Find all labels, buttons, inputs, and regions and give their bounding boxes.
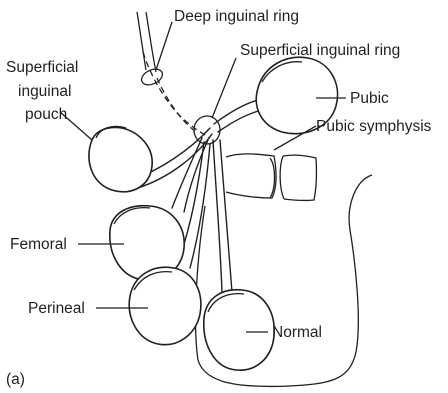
- leader-deep-ring: [156, 22, 172, 70]
- label-superficial-pouch-3: pouch: [25, 106, 67, 123]
- label-pubic: Pubic: [350, 90, 389, 107]
- label-superficial-pouch-2: inguinal: [18, 83, 71, 100]
- canal-upper-wall: [137, 12, 146, 70]
- label-superficial-pouch-1: Superficial: [6, 59, 78, 76]
- inguinal-canal-lower: [157, 78, 196, 132]
- label-deep-inguinal-ring: Deep inguinal ring: [174, 8, 299, 25]
- deep-inguinal-ring: [139, 66, 165, 88]
- panel-label: (a): [6, 371, 25, 388]
- label-pubic-symphysis: Pubic symphysis: [316, 118, 432, 135]
- inguinal-canal: [143, 52, 210, 138]
- label-superficial-inguinal-ring: Superficial inguinal ring: [240, 42, 400, 59]
- pubic-symphysis: [226, 154, 316, 201]
- leader-superficial-ring: [212, 58, 236, 118]
- label-normal: Normal: [272, 324, 322, 341]
- testis-superficial-pouch: [89, 126, 152, 191]
- label-femoral: Femoral: [10, 236, 67, 253]
- testis-perineal: [129, 267, 201, 344]
- label-perineal: Perineal: [28, 300, 85, 317]
- testis-normal: [204, 290, 274, 370]
